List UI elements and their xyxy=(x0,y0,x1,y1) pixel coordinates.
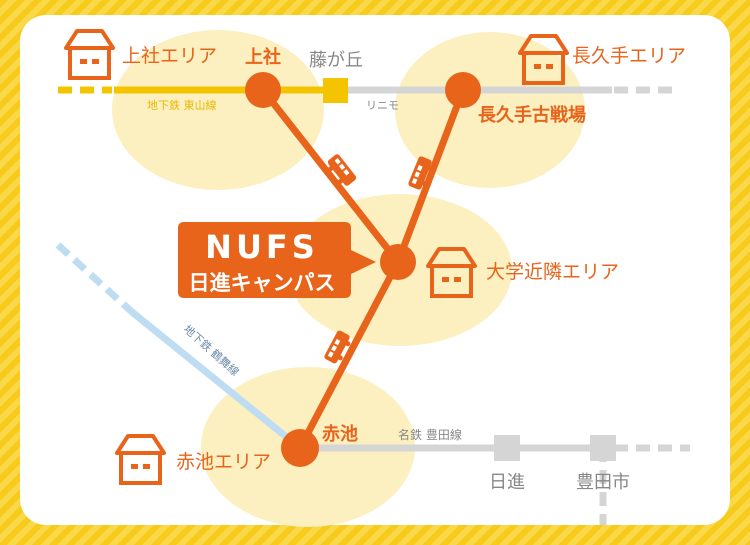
line-label-linimo: リニモ xyxy=(366,99,399,112)
station-label-toyotashi: 豊田市 xyxy=(576,472,630,493)
campus-marker xyxy=(380,244,416,280)
bus-routes xyxy=(259,86,467,452)
station-label-kamiyashiro: 上社 xyxy=(245,46,281,68)
tsurumai-line-dashed xyxy=(55,242,135,315)
house-icon xyxy=(115,434,166,485)
toyotashi-station-marker xyxy=(590,435,616,461)
nufs-logo: NUFS xyxy=(205,228,319,266)
akaike-station-marker xyxy=(281,429,319,467)
kamiyashiro-station-marker xyxy=(245,72,281,108)
line-label-toyota: 名鉄 豊田線 xyxy=(398,427,462,442)
fujigaoka-station-marker xyxy=(323,78,348,103)
house-icon xyxy=(64,29,115,80)
nisshin-station-marker xyxy=(494,435,520,461)
station-label-akaike: 赤池 xyxy=(322,423,358,445)
area-kamiyashiro xyxy=(112,30,324,190)
house-icon xyxy=(426,247,477,298)
nagakute-station-marker xyxy=(445,72,481,108)
area-label: 長久手エリア xyxy=(572,45,686,67)
area-label: 赤池エリア xyxy=(176,451,271,473)
station-label-nagakute: 長久手古戦場 xyxy=(478,104,586,126)
nufs-callout xyxy=(178,222,376,298)
station-label-nisshin: 日進 xyxy=(489,472,525,493)
house-icon xyxy=(518,34,569,85)
station-label-fujigaoka: 藤が丘 xyxy=(309,50,363,71)
bus-icon xyxy=(324,330,351,364)
tsurumai-line xyxy=(129,309,303,451)
line-label-higashiyama: 地下鉄 東山線 xyxy=(147,98,217,112)
area-label: 上社エリア xyxy=(122,45,217,67)
campus-name: 日進キャンパス xyxy=(189,271,336,295)
area-label: 大学近隣エリア xyxy=(486,261,619,283)
bus-icon xyxy=(408,156,433,190)
bus-icon xyxy=(327,154,357,186)
